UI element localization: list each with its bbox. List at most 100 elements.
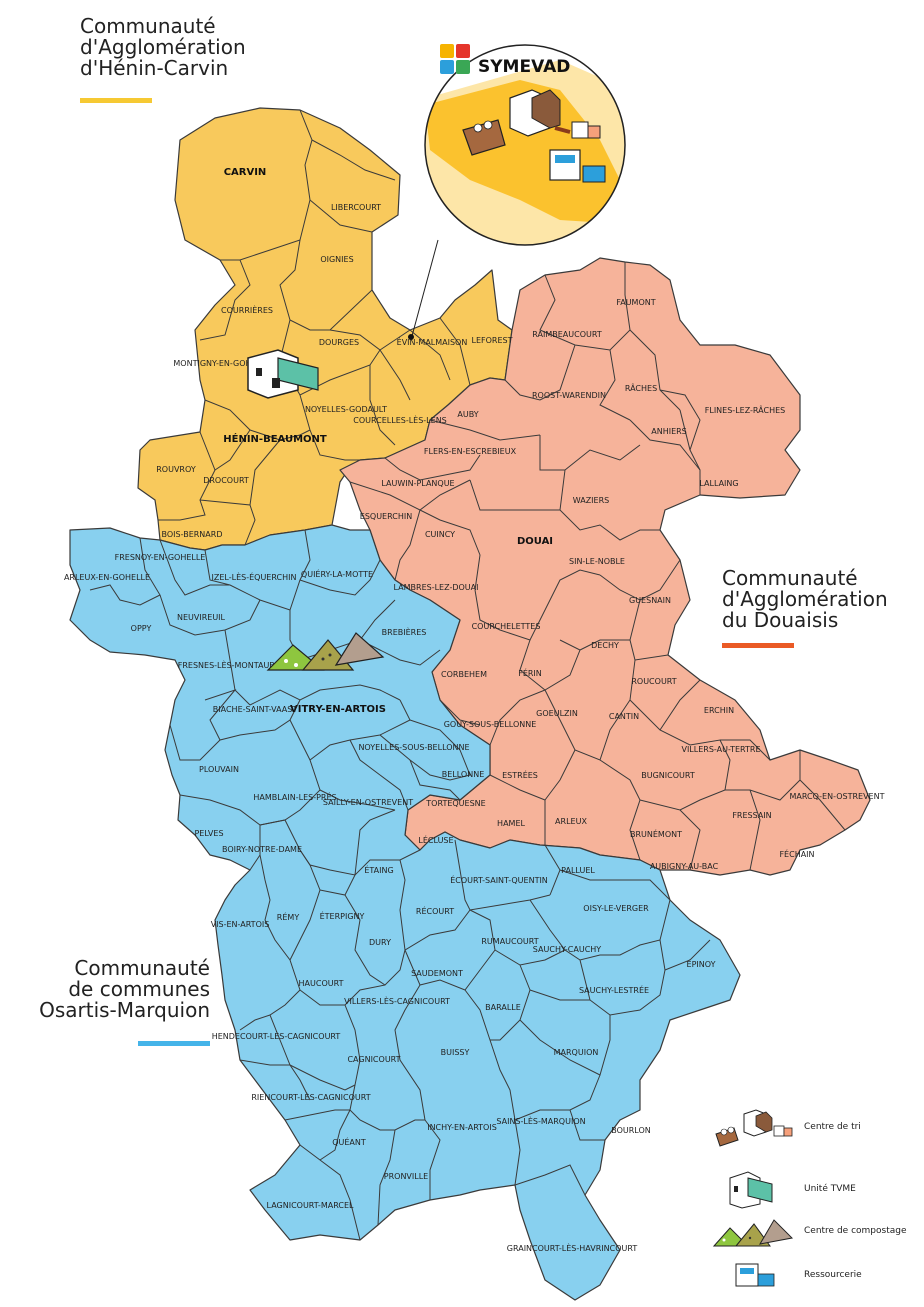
label-brebieres: BREBIÈRES <box>382 626 427 637</box>
label-epinoy: ÉPINOY <box>687 958 716 969</box>
legend-label-tvme: Unité TVME <box>804 1184 856 1194</box>
label-ferin: FÉRIN <box>518 667 542 678</box>
label-hamel: HAMEL <box>497 819 525 828</box>
label-dechy: DECHY <box>591 641 619 650</box>
label-fresnes: FRESNES-LÈS-MONTAUBAN <box>178 659 287 670</box>
osartis-marquion-title: Communauté de communes Osartis-Marquion <box>39 956 210 1022</box>
label-etaing: ÉTAING <box>364 864 393 875</box>
label-arleux: ARLEUX <box>555 817 587 826</box>
henin-carvin-title: Communauté d'Agglomération d'Hénin-Carvi… <box>80 14 246 80</box>
legend-item-sorting: Centre de tri <box>710 1108 920 1148</box>
label-douai: DOUAI <box>517 536 553 547</box>
label-cagnicourt: CAGNICOURT <box>347 1055 400 1064</box>
label-vis-en-artois: VIS-EN-ARTOIS <box>211 920 270 929</box>
osartis-marquion-territory[interactable] <box>69 524 741 1301</box>
label-lambres-lez-douai: LAMBRES-LEZ-DOUAI <box>394 583 479 592</box>
label-bellonne: BELLONNE <box>442 770 485 779</box>
label-boiry-notre-dame: BOIRY-NOTRE-DAME <box>222 845 302 854</box>
label-guesnain: GUESNAIN <box>629 596 671 605</box>
henin-carvin-area <box>137 107 513 551</box>
tvme-unit-icon <box>729 1171 773 1209</box>
label-sauchy-cauchy: SAUCHY-CAUCHY <box>533 945 601 954</box>
douaisis-title: Communauté d'Agglomération du Douaisis <box>722 566 888 632</box>
label-graincourt: GRAINCOURT-LÈS-HAVRINCOURT <box>507 1242 638 1253</box>
label-saudemont: SAUDEMONT <box>411 969 463 978</box>
label-neuvireuil: NEUVIREUIL <box>177 613 226 622</box>
label-marquion: MARQUION <box>554 1048 599 1057</box>
label-quiery-la-motte: QUIÉRY-LA-MOTTE <box>301 568 373 579</box>
label-sauchy-lestree: SAUCHY-LESTRÉE <box>579 984 649 995</box>
osartis-marquion-color-bar <box>138 1041 210 1046</box>
label-izel: IZEL-LÈS-ÉQUERCHIN <box>212 571 297 582</box>
label-riencourt: RIENCOURT-LÈS-CAGNICOURT <box>251 1091 370 1102</box>
label-erchin: ERCHIN <box>704 706 734 715</box>
label-noyelles-sous-bellonne: NOYELLES-SOUS-BELLONNE <box>358 743 469 752</box>
label-hamblain: HAMBLAIN-LES-PRÉS <box>253 791 336 802</box>
label-roucourt: ROUCOURT <box>631 677 676 686</box>
label-bois-bernard: BOIS-BERNARD <box>162 530 223 539</box>
label-lecluse: LÉCLUSE <box>418 834 453 845</box>
label-buissy: BUISSY <box>441 1048 470 1057</box>
label-corbehem: CORBEHEM <box>441 670 487 679</box>
label-queant: QUÉANT <box>332 1136 366 1147</box>
label-cuincy: CUINCY <box>425 530 455 539</box>
douaisis-color-bar <box>722 643 794 648</box>
label-villers-les-cagnicourt: VILLERS-LÈS-CAGNICOURT <box>344 995 450 1006</box>
label-courchelettes: COURCHELETTES <box>472 622 541 631</box>
symevad-inset: SYMEVAD <box>408 44 626 340</box>
label-anhiers: ANHIERS <box>651 427 687 436</box>
label-palluel: PALLUEL <box>561 866 595 875</box>
commune-labels: CARVIN LIBERCOURT OIGNIES COURRIÈRES DOU… <box>64 167 885 1253</box>
label-cantin: CANTIN <box>609 712 639 721</box>
label-fechain: FÉCHAIN <box>779 848 814 859</box>
label-waziers: WAZIERS <box>573 496 609 505</box>
label-oppy: OPPY <box>131 624 152 633</box>
label-pelves: PELVES <box>194 829 223 838</box>
label-henin-beaumont: HÉNIN-BEAUMONT <box>223 432 327 445</box>
label-noyelles-godault: NOYELLES-GODAULT <box>305 405 387 414</box>
tvme-marker-icon[interactable] <box>247 349 319 399</box>
label-rouvroy: ROUVROY <box>156 465 196 474</box>
label-leforest: LEFOREST <box>472 336 513 345</box>
label-montigny: MONTIGNY-EN-GOHELLE <box>173 359 270 368</box>
label-roost-warendin: ROOST-WARENDIN <box>532 391 606 400</box>
label-eterpigny: ÉTERPIGNY <box>320 910 365 921</box>
label-oisy-le-verger: OISY-LE-VERGER <box>583 904 649 913</box>
label-tortequesne: TORTEQUESNE <box>425 799 485 808</box>
label-rumaucourt: RUMAUCOURT <box>481 937 538 946</box>
label-vitry-en-artois: VITRY-EN-ARTOIS <box>290 704 386 715</box>
label-auby: AUBY <box>457 410 478 419</box>
label-dury: DURY <box>369 938 391 947</box>
label-ecourt: ÉCOURT-SAINT-QUENTIN <box>450 874 548 885</box>
label-pronville: PRONVILLE <box>384 1172 428 1181</box>
label-evin-malmaison: ÉVIN-MALMAISON <box>397 336 468 347</box>
inset-sorting-icon <box>462 89 606 183</box>
label-lauwin-planque: LAUWIN-PLANQUE <box>381 479 454 488</box>
label-baralle: BARALLE <box>485 1003 521 1012</box>
label-sailly: SAILLY-EN-OSTREVENT <box>323 798 413 807</box>
label-fressain: FRESSAIN <box>732 811 771 820</box>
compost-marker-icon[interactable] <box>266 632 385 671</box>
label-goeulzin: GOEULZIN <box>536 709 578 718</box>
henin-carvin-color-bar <box>80 98 152 103</box>
label-courrieres: COURRIÈRES <box>221 304 273 315</box>
label-villers-au-tertre: VILLERS-AU-TERTRE <box>681 745 760 754</box>
label-oignies: OIGNIES <box>320 255 353 264</box>
label-courcelles: COURCELLES-LÈS-LENS <box>353 414 447 425</box>
label-lallaing: LALLAING <box>699 479 738 488</box>
label-recourt: RÉCOURT <box>416 905 454 916</box>
legend-label-compost: Centre de compostage <box>804 1226 907 1236</box>
label-raimbeaucourt: RAIMBEAUCOURT <box>532 330 602 339</box>
legend-label-recycling: Ressourcerie <box>804 1270 862 1280</box>
label-estrees: ESTRÉES <box>502 769 538 780</box>
symevad-logo-text: SYMEVAD <box>478 57 570 77</box>
sorting-center-icon <box>715 1109 793 1147</box>
osartis-marquion-area <box>69 524 741 1301</box>
label-flines-lez-raches: FLINES-LEZ-RÂCHES <box>705 404 785 415</box>
label-fresnoy-en-gohelle: FRESNOY-EN-GOHELLE <box>115 553 206 562</box>
label-aubigny-au-bac: AUBIGNY-AU-BAC <box>650 862 719 871</box>
label-raches: RÂCHES <box>625 382 657 393</box>
label-bourlon: BOURLON <box>611 1126 651 1135</box>
label-esquerchin: ESQUERCHIN <box>360 512 412 521</box>
label-gouy: GOUY-SOUS-BELLONNE <box>444 720 537 729</box>
